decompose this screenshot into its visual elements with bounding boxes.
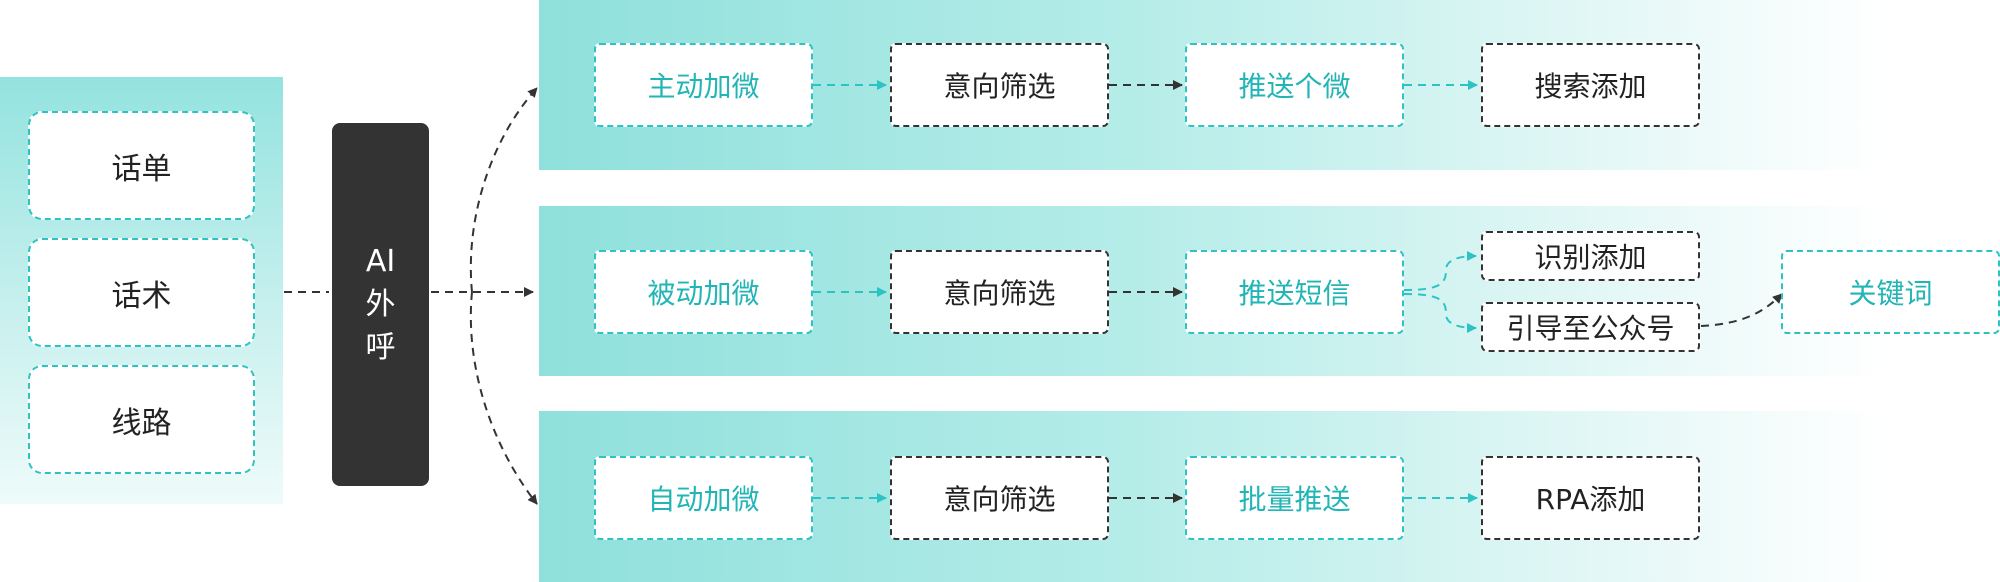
step-intent-filter-2: 意向筛选 (890, 250, 1109, 334)
step-intent-filter-1: 意向筛选 (890, 43, 1109, 127)
input-box-script: 话术 (28, 238, 255, 347)
step-push-personal-wechat: 推送个微 (1185, 43, 1404, 127)
step-push-sms: 推送短信 (1185, 250, 1404, 334)
step-intent-filter-3: 意向筛选 (890, 456, 1109, 540)
step-rpa-add: RPA添加 (1481, 456, 1700, 540)
input-box-call-list: 话单 (28, 111, 255, 220)
step-guide-official-account: 引导至公众号 (1481, 302, 1700, 352)
input-box-line: 线路 (28, 365, 255, 474)
edge-ai-to-auto (469, 291, 538, 505)
step-batch-push: 批量推送 (1185, 456, 1404, 540)
step-passive-add-wechat: 被动加微 (594, 250, 813, 334)
step-active-add-wechat: 主动加微 (594, 43, 813, 127)
edge-ai-to-active (469, 87, 538, 293)
ai-outbound-label: AI 外呼 (365, 244, 396, 365)
step-auto-add-wechat: 自动加微 (594, 456, 813, 540)
step-search-add: 搜索添加 (1481, 43, 1700, 127)
step-identify-add: 识别添加 (1481, 231, 1700, 281)
step-keyword: 关键词 (1781, 250, 2000, 334)
ai-outbound-block: AI 外呼 (332, 123, 429, 486)
